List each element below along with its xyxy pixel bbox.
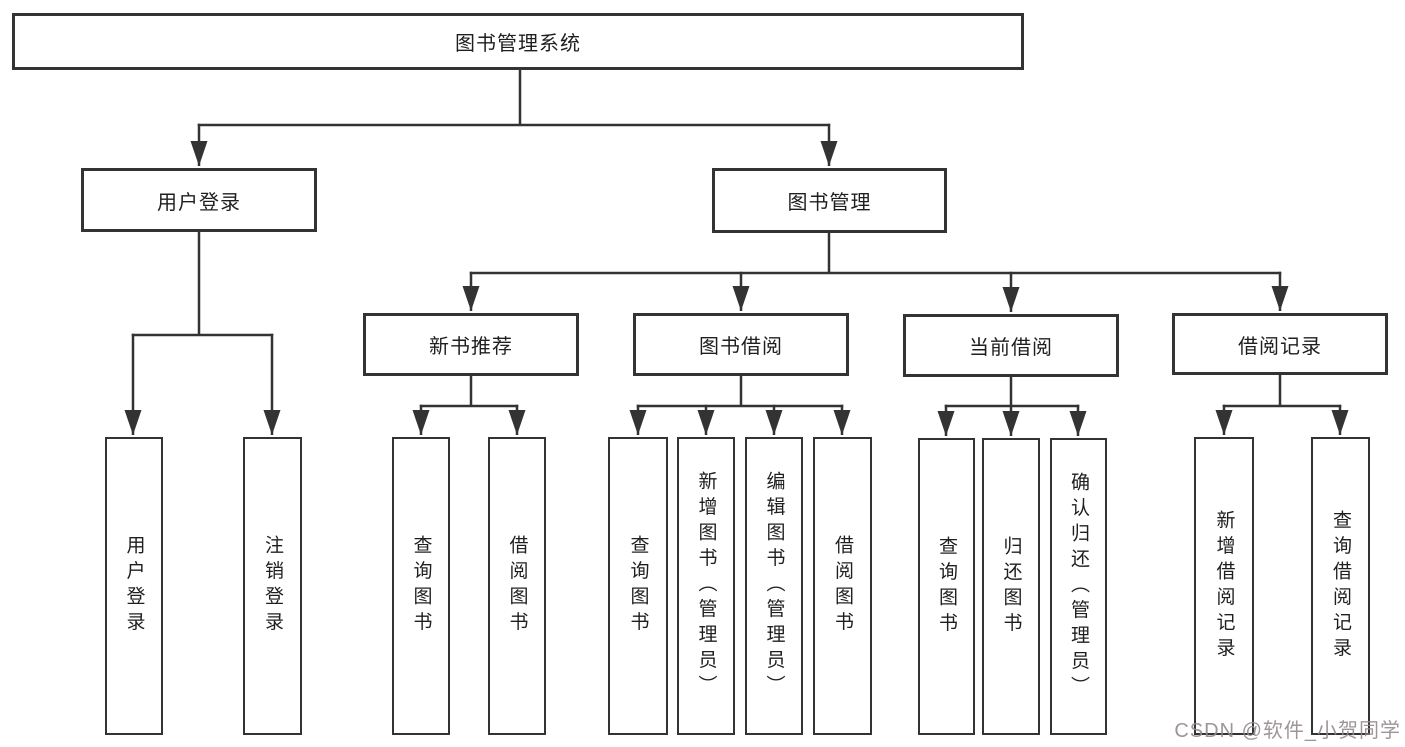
leaf-borrow-books-recommend: 借阅图书 bbox=[488, 437, 546, 735]
leaf-user-login: 用户登录 bbox=[105, 437, 163, 735]
node-label: 借阅记录 bbox=[1238, 335, 1322, 358]
node-user-login: 用户登录 bbox=[81, 168, 317, 232]
node-label: 用户登录 bbox=[157, 191, 241, 214]
node-book-management: 图书管理 bbox=[712, 168, 947, 233]
node-label: 图书借阅 bbox=[699, 336, 783, 358]
leaf-label: 查询借阅记录 bbox=[1330, 509, 1351, 663]
leaf-borrow-books-borrowing: 借阅图书 bbox=[813, 437, 872, 735]
leaf-return-books: 归还图书 bbox=[982, 438, 1040, 735]
node-borrowing-records: 借阅记录 bbox=[1172, 313, 1388, 375]
csdn-watermark: CSDN @软件_小贺同学 bbox=[1174, 720, 1401, 742]
node-label: 图书管理 bbox=[787, 192, 872, 214]
leaf-label: 注销登录 bbox=[262, 535, 283, 637]
node-current-borrowing: 当前借阅 bbox=[903, 314, 1119, 377]
leaf-label: 借阅图书 bbox=[506, 535, 528, 637]
leaf-query-borrow-record: 查询借阅记录 bbox=[1311, 437, 1370, 735]
leaf-label: 归还图书 bbox=[1000, 535, 1022, 638]
node-library-system: 图书管理系统 bbox=[12, 13, 1024, 70]
leaf-label: 查询图书 bbox=[936, 535, 957, 638]
leaf-label: 查询图书 bbox=[627, 535, 649, 637]
leaf-query-books-current: 查询图书 bbox=[918, 438, 975, 735]
node-label: 当前借阅 bbox=[969, 337, 1053, 359]
node-label: 图书管理系统 bbox=[455, 33, 581, 55]
leaf-label: 新增图书（管理员） bbox=[695, 471, 717, 701]
leaf-query-books-borrowing: 查询图书 bbox=[608, 437, 668, 735]
leaf-add-books-admin: 新增图书（管理员） bbox=[677, 437, 735, 735]
leaf-label: 查询图书 bbox=[410, 535, 432, 637]
leaf-label: 用户登录 bbox=[123, 535, 145, 637]
leaf-logout: 注销登录 bbox=[243, 437, 302, 735]
node-new-book-recommend: 新书推荐 bbox=[363, 313, 579, 376]
node-book-borrowing: 图书借阅 bbox=[633, 313, 849, 376]
leaf-add-borrow-record: 新增借阅记录 bbox=[1194, 437, 1254, 735]
leaf-label: 借阅图书 bbox=[832, 535, 853, 637]
node-label: 新书推荐 bbox=[429, 336, 513, 358]
leaf-edit-books-admin: 编辑图书（管理员） bbox=[745, 437, 803, 735]
leaf-query-books-recommend: 查询图书 bbox=[392, 437, 450, 735]
leaf-label: 确认归还（管理员） bbox=[1068, 471, 1089, 702]
leaf-confirm-return-admin: 确认归还（管理员） bbox=[1050, 438, 1107, 735]
leaf-label: 编辑图书（管理员） bbox=[763, 471, 785, 701]
leaf-label: 新增借阅记录 bbox=[1213, 509, 1235, 663]
